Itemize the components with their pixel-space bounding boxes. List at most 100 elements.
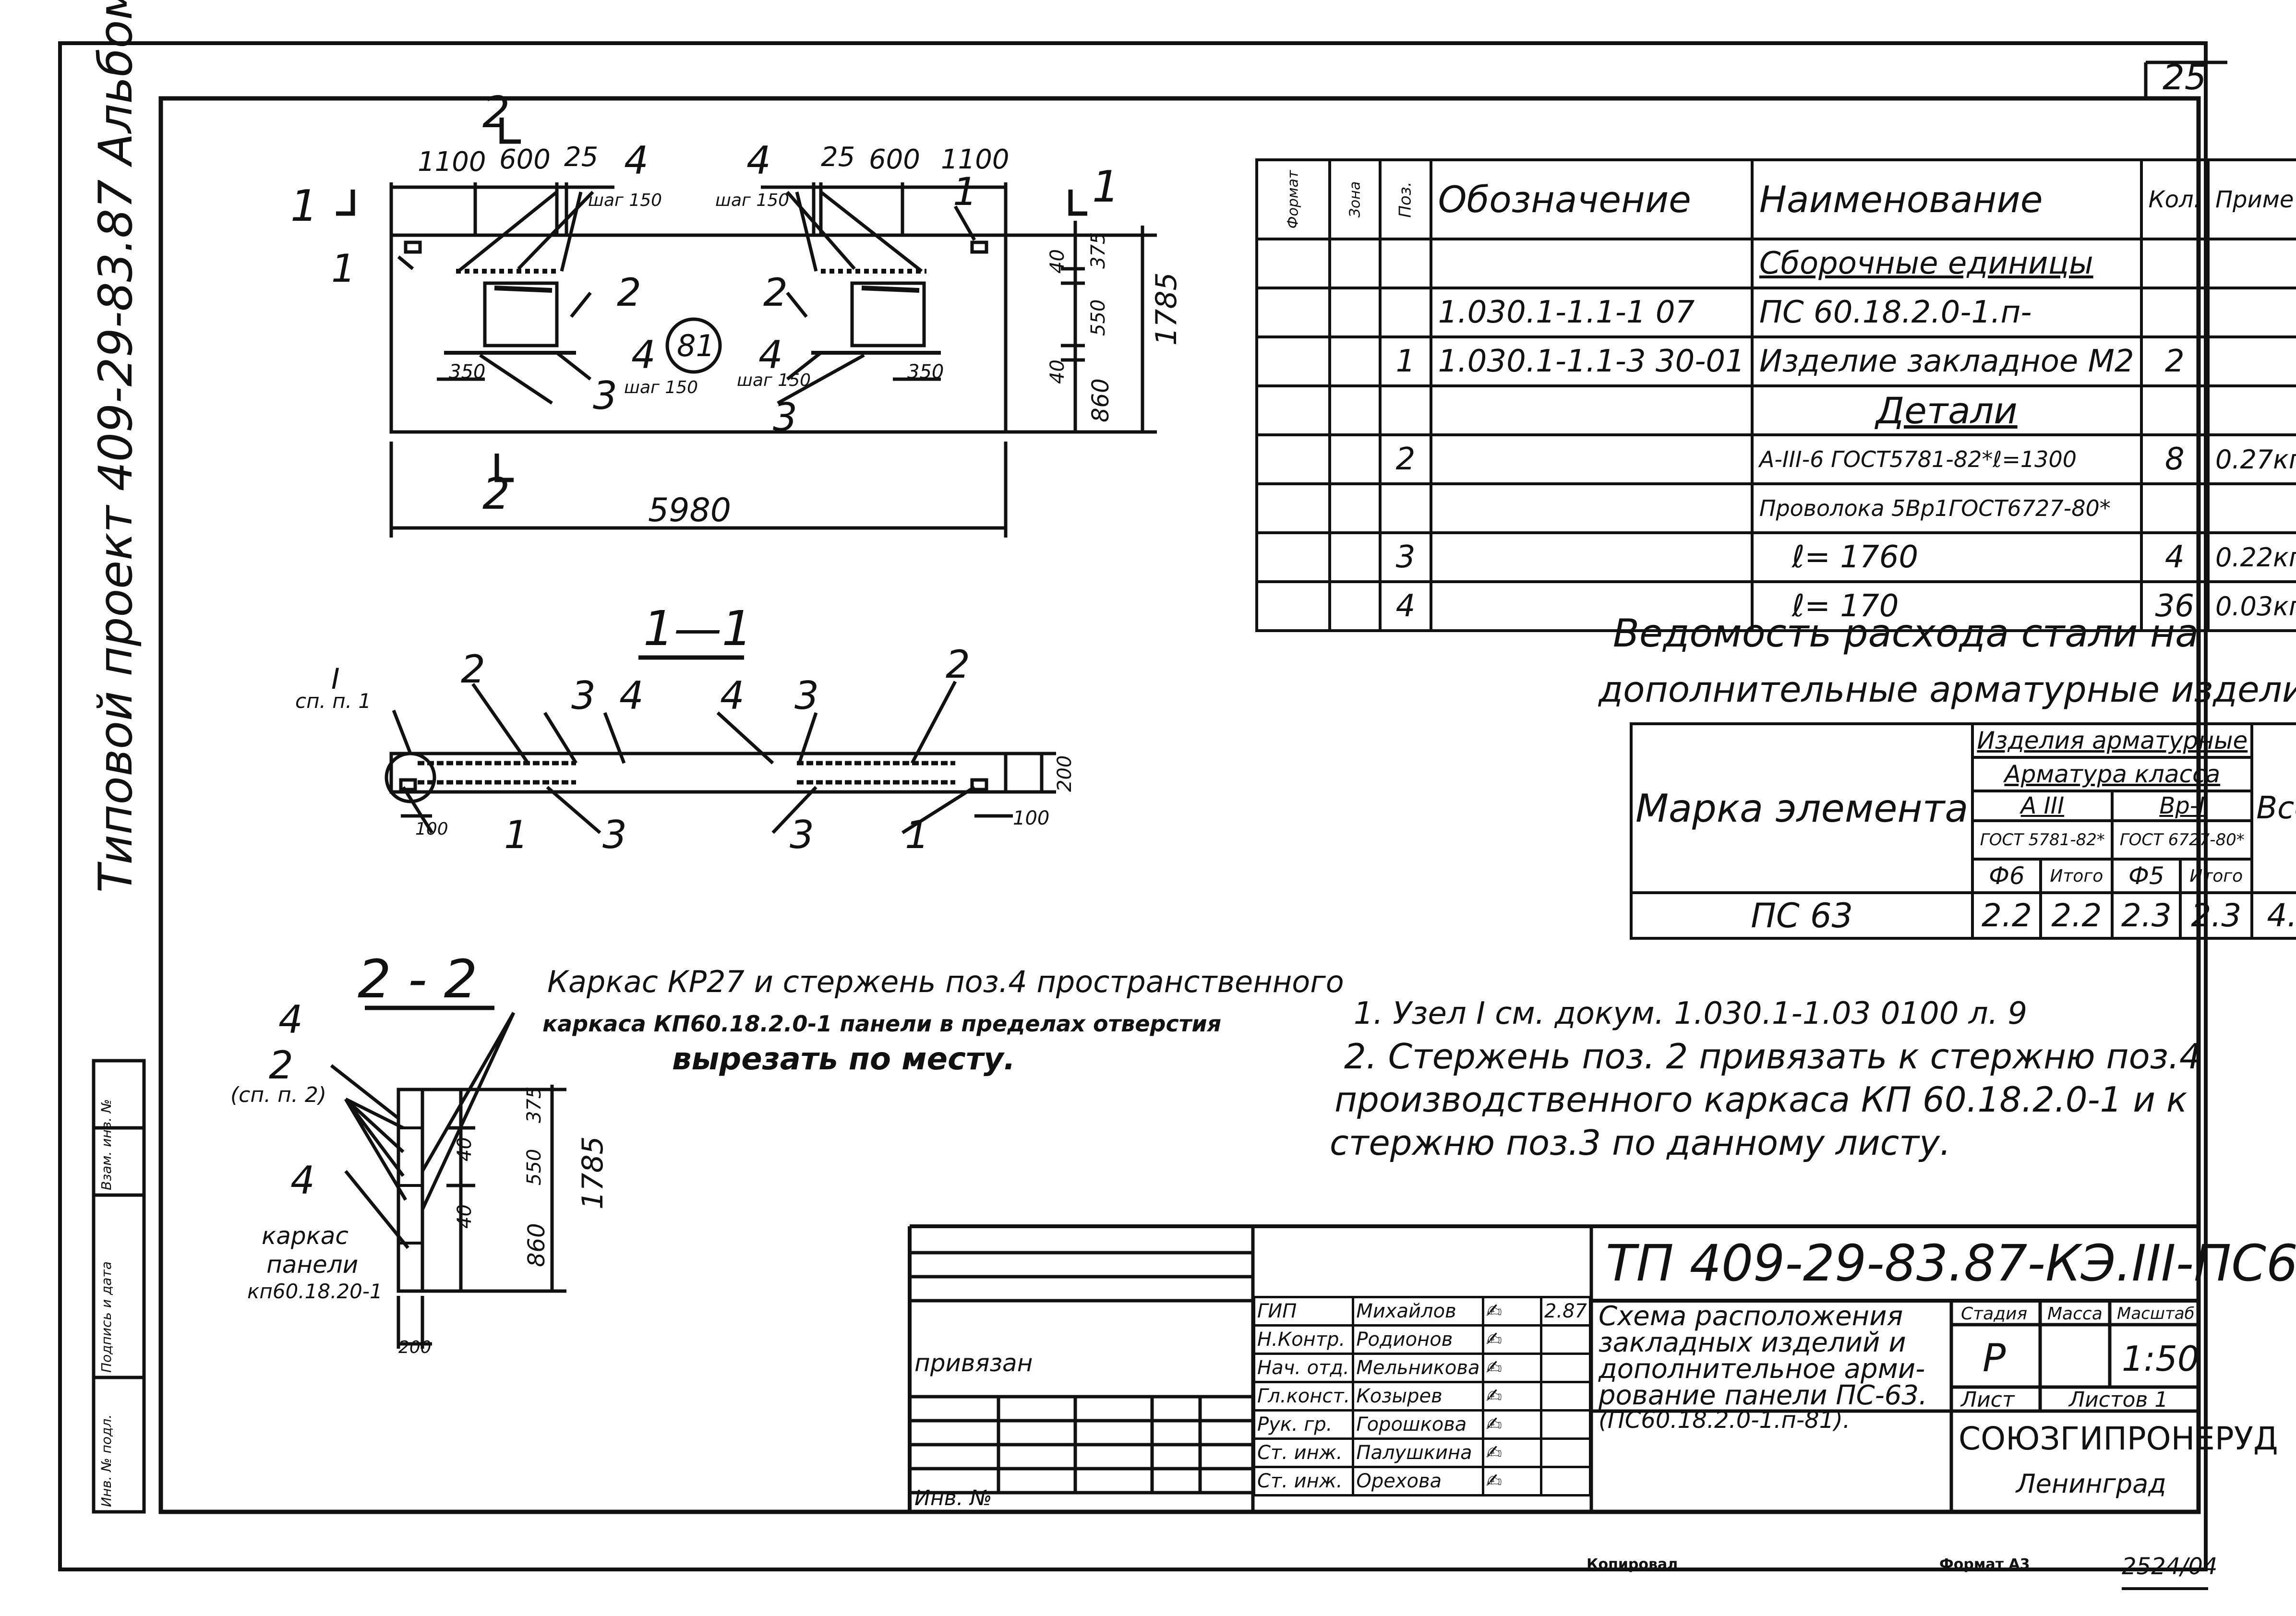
s22-note-2: каркаса КП60.18.2.0-1 панели в пределах … <box>542 1011 1222 1037</box>
s11-label-1b: 1 <box>905 813 929 857</box>
s11-label-4b: 4 <box>720 673 745 718</box>
scale-value: 1:50 <box>2122 1339 2200 1379</box>
stamp-inv-podl: Инв. № подл. <box>98 1414 114 1507</box>
note-1: 1. Узел I см. докум. 1.030.1-1.03 0100 л… <box>1354 996 2028 1031</box>
plan-pos1-left: 1 <box>331 246 356 291</box>
s11-dim-100-right: 100 <box>1013 807 1050 829</box>
s11-label-2b: 2 <box>946 642 970 687</box>
s22-note-3: вырезать по месту. <box>672 1041 1016 1077</box>
s22-karkas-1: каркас <box>262 1222 349 1250</box>
stage-value: Р <box>1983 1336 2006 1380</box>
footer-copied: Копировал <box>1587 1556 1678 1573</box>
section11-title: 1—1 <box>643 600 753 657</box>
plan-section-right: 1 <box>1092 162 1120 212</box>
spec-name: Сборочные единицы <box>1750 238 2143 289</box>
dim-total-height: 1785 <box>1150 272 1183 346</box>
spec-h-note: Примеч. <box>2206 158 2296 240</box>
signature-icon: ✍ <box>1486 1357 1503 1379</box>
plan-section-left: 1 <box>290 181 318 231</box>
title-desc-1: Схема расположения <box>1599 1301 1903 1332</box>
title-desc-4: рование панели ПС-63. <box>1599 1380 1927 1411</box>
table-row: Ст. инж.Палушкина✍ <box>1252 1437 1592 1468</box>
plan-step-lower-right: шаг 150 <box>737 371 811 390</box>
steel-title-2: дополнительные арматурные изделия. <box>1599 669 2296 710</box>
dim-total-length: 5980 <box>648 491 732 529</box>
plan-step-lower-left: шаг 150 <box>624 378 698 397</box>
plan-step-right: шаг 150 <box>715 191 790 210</box>
plan-pos4-right: 4 <box>746 138 771 183</box>
s22-dim-width: 200 <box>398 1338 432 1357</box>
dim-right-40b: 40 <box>1046 359 1069 384</box>
s22-dim-550: 550 <box>523 1149 545 1185</box>
s11-label-3a: 3 <box>571 673 596 718</box>
footer-format: Формат А3 <box>1939 1556 2030 1573</box>
steel-sub-header: Арматура класса <box>1971 756 2254 792</box>
plan-pos3-right: 3 <box>773 395 797 440</box>
spec-h-name: Наименование <box>1750 158 2143 240</box>
s11-dim-200: 200 <box>1054 755 1076 792</box>
org-name: СОЮЗГИПРОНЕРУД <box>1959 1420 2278 1457</box>
s22-label-2: 2 <box>269 1043 293 1088</box>
plan-section2-bottom: 2 <box>482 469 510 519</box>
dim-1100-right: 1100 <box>941 144 1010 175</box>
dim-1100-left: 1100 <box>418 146 486 178</box>
dim-25-left: 25 <box>564 142 599 173</box>
table-row: Детали <box>1255 384 2296 436</box>
plan-section2-top: 2 <box>482 87 510 138</box>
footer-number: 2524/04 <box>2122 1553 2218 1580</box>
spec-h-zone: Зона <box>1346 181 1364 218</box>
s22-label-4-bottom: 4 <box>290 1158 315 1203</box>
section11-node: I <box>331 662 340 696</box>
steel-mark-header: Марка элемента <box>1629 722 1974 894</box>
note-2: 2. Стержень поз. 2 привязать к стержню п… <box>1344 1036 2201 1077</box>
steel-gost-1: ГОСТ 5781-82* <box>1971 819 2114 861</box>
s22-karkas-2: панели <box>266 1251 359 1279</box>
plan-step-left: шаг 150 <box>588 191 662 210</box>
s11-label-3d: 3 <box>790 813 814 857</box>
s11-label-2a: 2 <box>461 647 485 692</box>
table-row: Рук. гр.Горошкова✍ <box>1252 1409 1592 1440</box>
signature-icon: ✍ <box>1486 1413 1503 1436</box>
plan-pos3-left: 3 <box>593 373 617 418</box>
stage-header: Стадия <box>1961 1304 2028 1324</box>
note-3: производственного каркаса КП 60.18.2.0-1… <box>1334 1079 2188 1120</box>
s11-label-3c: 3 <box>602 813 627 857</box>
table-row: Гл.конст.Козырев✍ <box>1252 1381 1592 1412</box>
table-row: ПС 63 2.2 2.2 2.3 2.3 4.50 <box>1629 891 2296 940</box>
signature-icon: ✍ <box>1486 1300 1503 1322</box>
plan-pos1-right: 1 <box>953 169 977 214</box>
scale-header: Масштаб <box>2117 1304 2195 1323</box>
steel-table: Марка элемента Изделия арматурные Всего … <box>1629 722 2296 940</box>
steel-col-d5: Ф5 <box>2111 858 2182 894</box>
mass-header: Масса <box>2047 1304 2103 1324</box>
plan-pos4-lower-left: 4 <box>631 333 656 377</box>
s11-label-3b: 3 <box>794 673 819 718</box>
s22-dim-40b: 40 <box>454 1204 476 1229</box>
dim-right-550: 550 <box>1087 299 1109 336</box>
steel-col-d6: Ф6 <box>1971 858 2043 894</box>
spec-table: Формат Зона Поз. Обозначение Наименовани… <box>1255 158 2296 632</box>
steel-group-header: Изделия арматурные <box>1971 722 2254 759</box>
spec-h-pos: Поз. <box>1395 181 1415 218</box>
s11-label-1a: 1 <box>504 813 529 857</box>
s22-karkas-3: кп60.18.20-1 <box>247 1280 383 1303</box>
spec-h-format: Формат <box>1285 170 1302 229</box>
title-desc-3: дополнительное арми- <box>1599 1353 1925 1385</box>
title-desc-5: (ПС60.18.2.0-1.п-81). <box>1599 1407 1851 1434</box>
s22-label-4-top: 4 <box>278 997 303 1042</box>
dim-350-right: 350 <box>907 361 944 383</box>
side-title: Типовой проект 409-29-83.87 Альбом 3 <box>89 0 143 893</box>
steel-class-1: A III <box>1971 790 2114 822</box>
spec-h-qty: Кол. <box>2140 158 2210 240</box>
s22-dim-860: 860 <box>523 1223 550 1267</box>
sheet-label: Лист <box>1961 1388 2015 1412</box>
steel-class-2: Вр-I <box>2111 790 2254 822</box>
table-row: Н.Контр.Родионов✍ <box>1252 1324 1592 1355</box>
stamp-vzam: Взам. инв. № <box>98 1099 114 1190</box>
table-row: Ст. инж.Орехова✍ <box>1252 1466 1592 1496</box>
s22-note-1: Каркас КР27 и стержень поз.4 пространств… <box>547 964 1344 999</box>
